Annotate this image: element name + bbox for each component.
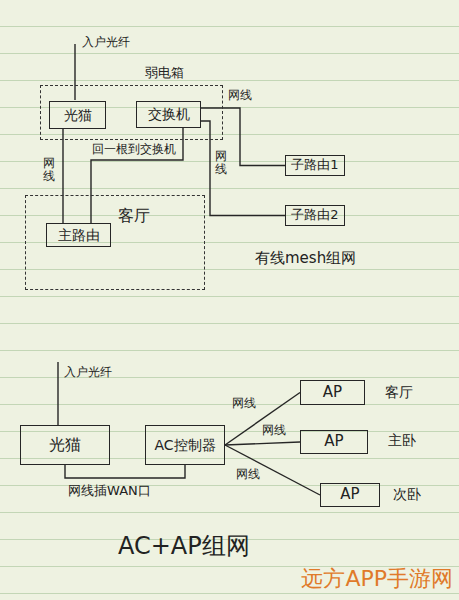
cable-label: 网线插WAN口 bbox=[68, 484, 151, 499]
cable-label: 回一根到交换机 bbox=[92, 143, 176, 157]
device-box: 光猫 bbox=[49, 101, 106, 129]
cable-line bbox=[225, 442, 300, 445]
note-label: AC+AP组网 bbox=[118, 533, 250, 561]
cable-line bbox=[201, 108, 285, 166]
device-box: 交换机 bbox=[136, 101, 201, 128]
room-region: 主路由 客厅 bbox=[25, 195, 205, 290]
device-name: 子路由1 bbox=[291, 158, 338, 173]
region-heading: 客厅 bbox=[118, 207, 150, 225]
note-label: 客厅 bbox=[385, 384, 413, 400]
device-box: 主路由 bbox=[46, 223, 111, 247]
device-name: AP bbox=[340, 486, 359, 503]
device-name: AC控制器 bbox=[154, 437, 215, 453]
device-box: AP bbox=[300, 380, 365, 405]
note-label: 入户光纤 bbox=[82, 36, 130, 50]
region-heading: 弱电箱 bbox=[145, 66, 184, 81]
device-box: AC控制器 bbox=[145, 425, 225, 465]
fiber-line bbox=[57, 362, 58, 425]
device-name: 光猫 bbox=[49, 436, 81, 454]
room-region: 光猫交换机弱电箱 bbox=[40, 85, 223, 140]
device-box: 子路由1 bbox=[285, 155, 345, 176]
device-name: 光猫 bbox=[64, 107, 92, 123]
cable-label: 网线 bbox=[215, 150, 227, 176]
fiber-line bbox=[74, 44, 75, 100]
device-name: AP bbox=[323, 384, 342, 401]
cable-label: 网线 bbox=[236, 468, 260, 482]
cable-label: 网线 bbox=[228, 89, 252, 103]
device-name: 交换机 bbox=[148, 106, 190, 122]
note-label: 主卧 bbox=[388, 432, 416, 448]
note-label: 有线mesh组网 bbox=[255, 250, 356, 267]
device-name: 主路由 bbox=[58, 227, 100, 243]
watermark: 远方APP手游网 bbox=[301, 566, 453, 591]
device-box: AP bbox=[300, 430, 368, 454]
cable-line bbox=[62, 129, 63, 223]
device-box: 子路由2 bbox=[285, 205, 345, 226]
device-name: 子路由2 bbox=[291, 208, 338, 223]
cable-label: 网线 bbox=[232, 397, 256, 411]
note-label: 次卧 bbox=[393, 486, 421, 502]
cable-label: 网线 bbox=[43, 157, 55, 183]
device-box: 光猫 bbox=[20, 425, 110, 465]
cable-line bbox=[65, 465, 185, 478]
cable-line bbox=[225, 393, 300, 446]
cable-label: 网线 bbox=[262, 424, 286, 438]
device-name: AP bbox=[324, 433, 343, 450]
note-label: 入户光纤 bbox=[64, 366, 112, 380]
device-box: AP bbox=[320, 483, 380, 507]
cable-line bbox=[225, 445, 320, 495]
cable-line bbox=[201, 121, 285, 216]
